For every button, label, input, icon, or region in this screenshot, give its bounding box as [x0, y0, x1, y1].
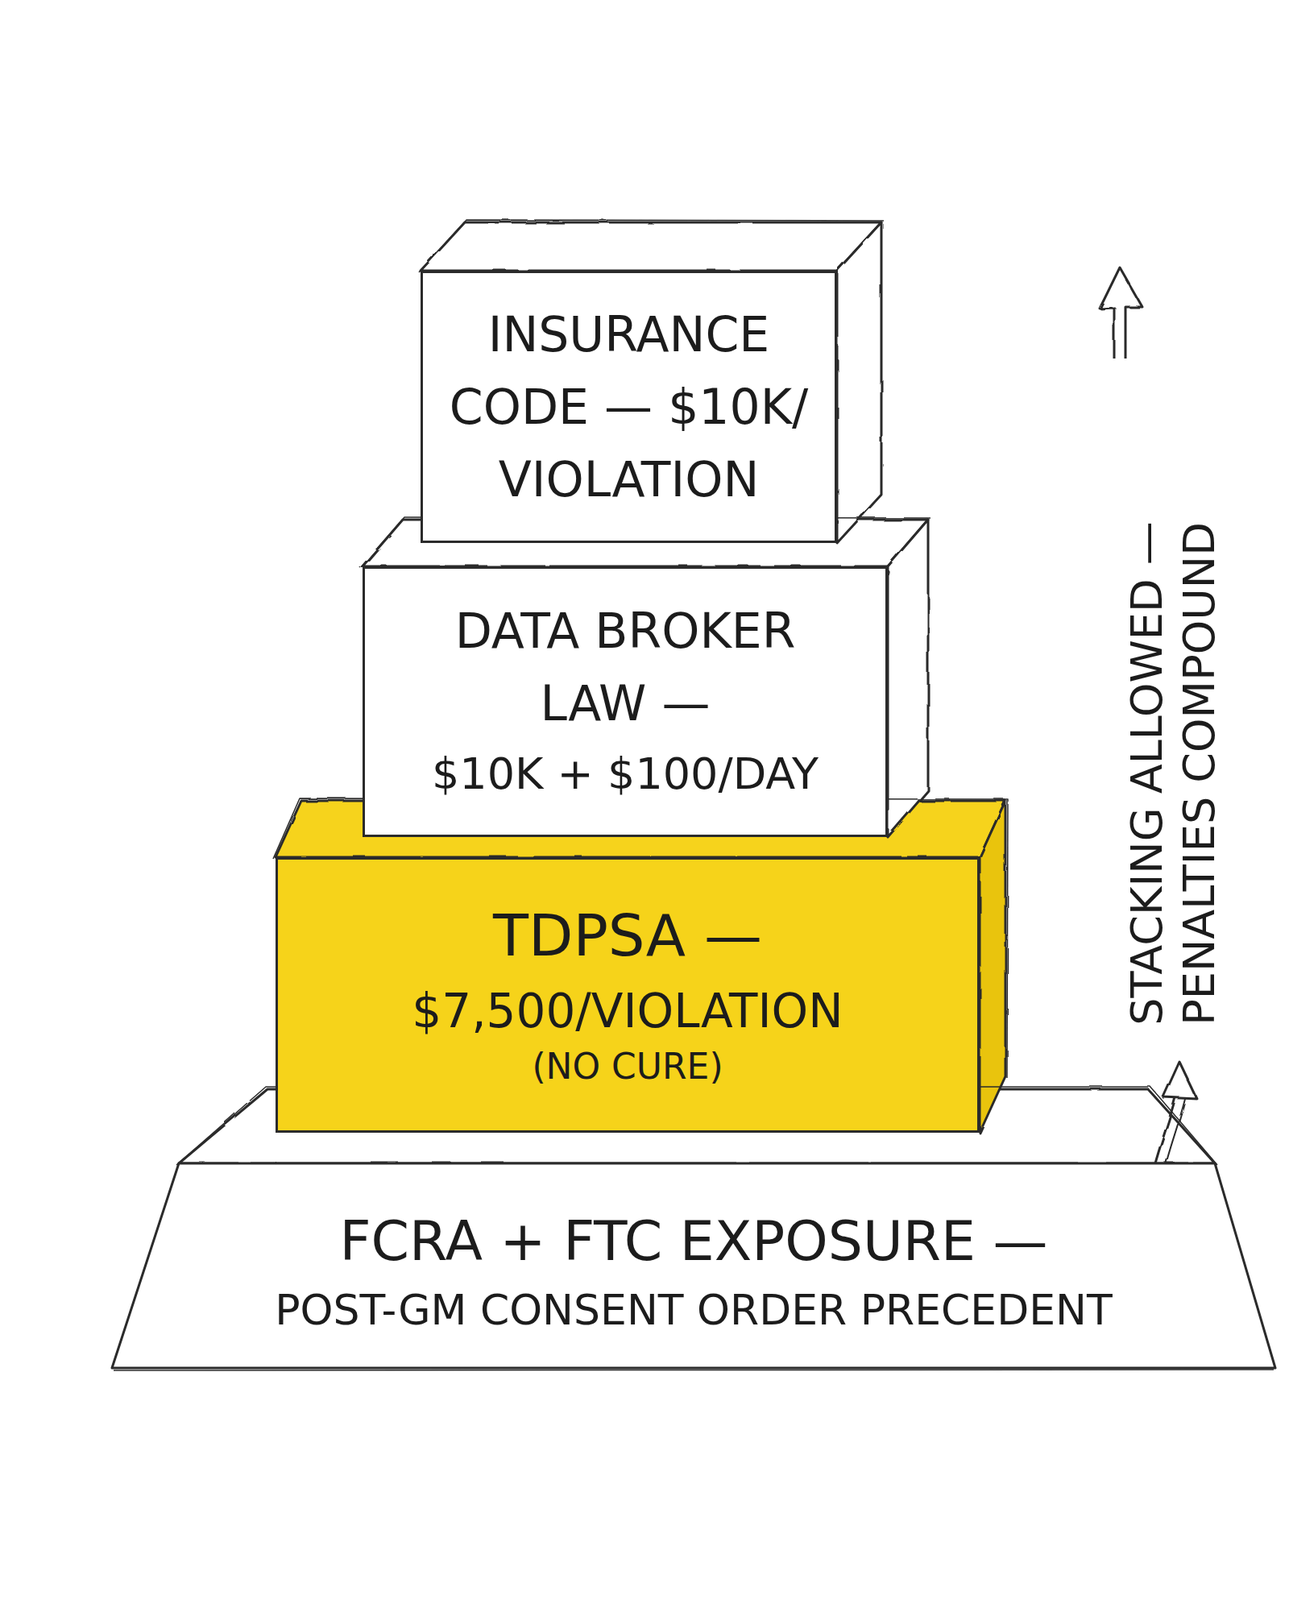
trapezoid-shape	[111, 1163, 1276, 1368]
box-heading: FCRA + FTC EXPOSURE —	[339, 1206, 1048, 1277]
box-text: POST-GM CONSENT ORDER PRECEDENT	[274, 1283, 1113, 1339]
box-heading: TDPSA —	[493, 899, 763, 972]
box-text: (NO CURE)	[531, 1041, 723, 1092]
insurance-side-face	[837, 222, 882, 543]
broker-side-face	[887, 519, 929, 838]
side-note: STACKING ALLOWED — PENALTIES COMPOUND	[1121, 413, 1227, 1026]
box-heading: DATA BROKER LAW —	[407, 594, 843, 740]
box-heading: INSURANCE CODE — $10K/ VIOLATION	[435, 298, 823, 516]
penalty-box: DATA BROKER LAW —$10K + $100/DAY	[362, 566, 888, 838]
box-text: $10K + $100/DAY	[431, 739, 819, 809]
sketch-stroke	[418, 219, 884, 273]
base-trapezoid: FCRA + FTC EXPOSURE — POST-GM CONSENT ORD…	[111, 1163, 1276, 1368]
curved-arrow-head	[1163, 1061, 1198, 1099]
up-arrow	[1099, 267, 1143, 359]
box-text: $7,500/VIOLATION	[411, 981, 843, 1042]
tdpsa-side-face	[979, 800, 1006, 1133]
highlight-box: TDPSA — $7,500/VIOLATION(NO CURE)	[275, 857, 980, 1133]
insurance-top-face	[420, 222, 882, 271]
penalty-box: INSURANCE CODE — $10K/ VIOLATION	[420, 270, 838, 543]
sketch-stroke	[113, 1369, 1274, 1371]
